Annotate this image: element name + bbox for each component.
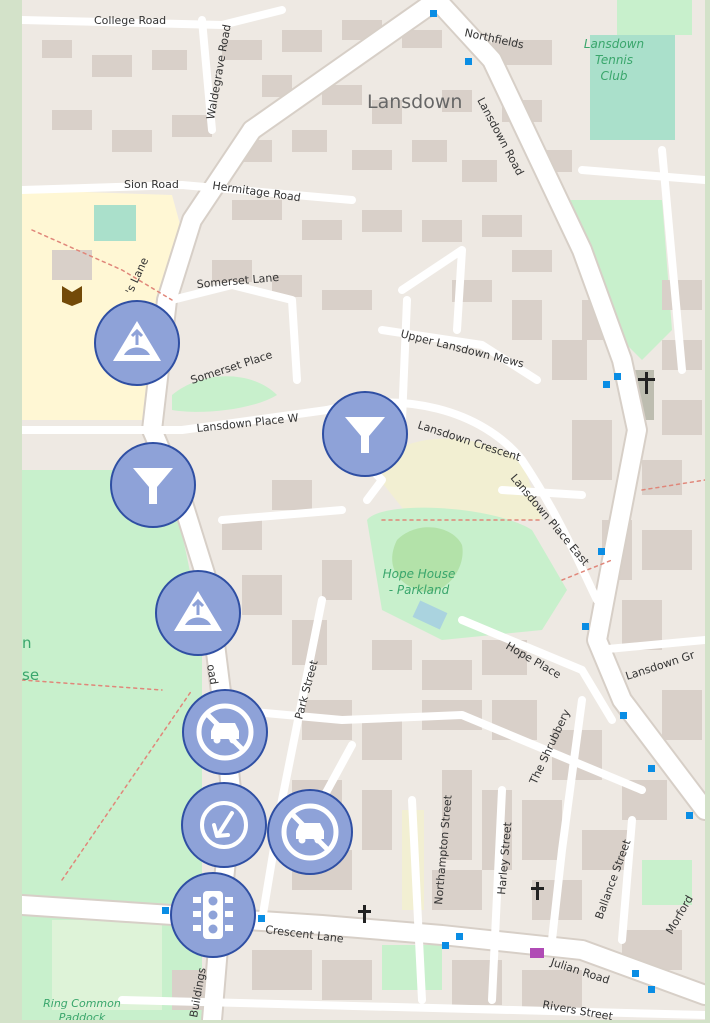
library-icon <box>62 286 82 306</box>
svg-text:- Parkland: - Parkland <box>389 583 450 597</box>
tennis-club-label: Lansdown Tennis Club <box>584 37 644 83</box>
road-label: Harley Street <box>495 821 514 895</box>
place-label-lansdown: Lansdown <box>367 91 462 113</box>
map-viewport[interactable]: College Road Waldegrave Road Northfields… <box>22 0 705 1020</box>
speed-bump-icon <box>113 321 161 361</box>
place-label-fragment: n <box>22 634 32 652</box>
shop-icon <box>530 948 544 958</box>
svg-text:Lansdown: Lansdown <box>584 37 644 51</box>
tennis-club-area <box>590 35 675 140</box>
traffic-light-icon <box>193 891 233 939</box>
hope-house-label: Hope House - Parkland <box>383 567 456 597</box>
green-area <box>562 200 672 360</box>
traffic-light-marker[interactable] <box>170 872 256 958</box>
church-icon <box>531 882 544 900</box>
speed-bump-icon <box>174 591 222 631</box>
svg-text:Hope House: Hope House <box>383 567 456 581</box>
no-cars-icon <box>281 803 339 861</box>
speed-bump-marker[interactable] <box>94 300 180 386</box>
arrow-down-left-icon <box>200 801 248 849</box>
svg-text:Club: Club <box>601 69 628 83</box>
filter-icon <box>345 417 385 453</box>
pitch-area <box>94 205 136 241</box>
place-label-fragment: se <box>22 666 39 684</box>
svg-text:Paddock: Paddock <box>59 1011 106 1020</box>
no-cars-icon <box>196 703 254 761</box>
filter-icon <box>133 468 173 504</box>
svg-text:Ring Common: Ring Common <box>43 997 121 1010</box>
no-cars-marker[interactable] <box>267 789 353 875</box>
svg-text:Tennis: Tennis <box>595 53 633 67</box>
one-way-marker[interactable] <box>181 782 267 868</box>
road-label: oad <box>204 663 220 685</box>
filter-marker[interactable] <box>110 442 196 528</box>
road-label: College Road <box>94 14 166 27</box>
ring-common-label: Ring Common Paddock <box>43 997 121 1020</box>
church-icon <box>638 372 655 394</box>
no-cars-marker[interactable] <box>182 689 268 775</box>
lawn-area <box>372 438 542 520</box>
bus-stops <box>162 10 693 993</box>
buildings <box>42 20 702 1010</box>
church-icon <box>358 905 371 923</box>
speed-bump-marker[interactable] <box>155 570 241 656</box>
filter-marker[interactable] <box>322 391 408 477</box>
road-label: Sion Road <box>124 178 179 191</box>
